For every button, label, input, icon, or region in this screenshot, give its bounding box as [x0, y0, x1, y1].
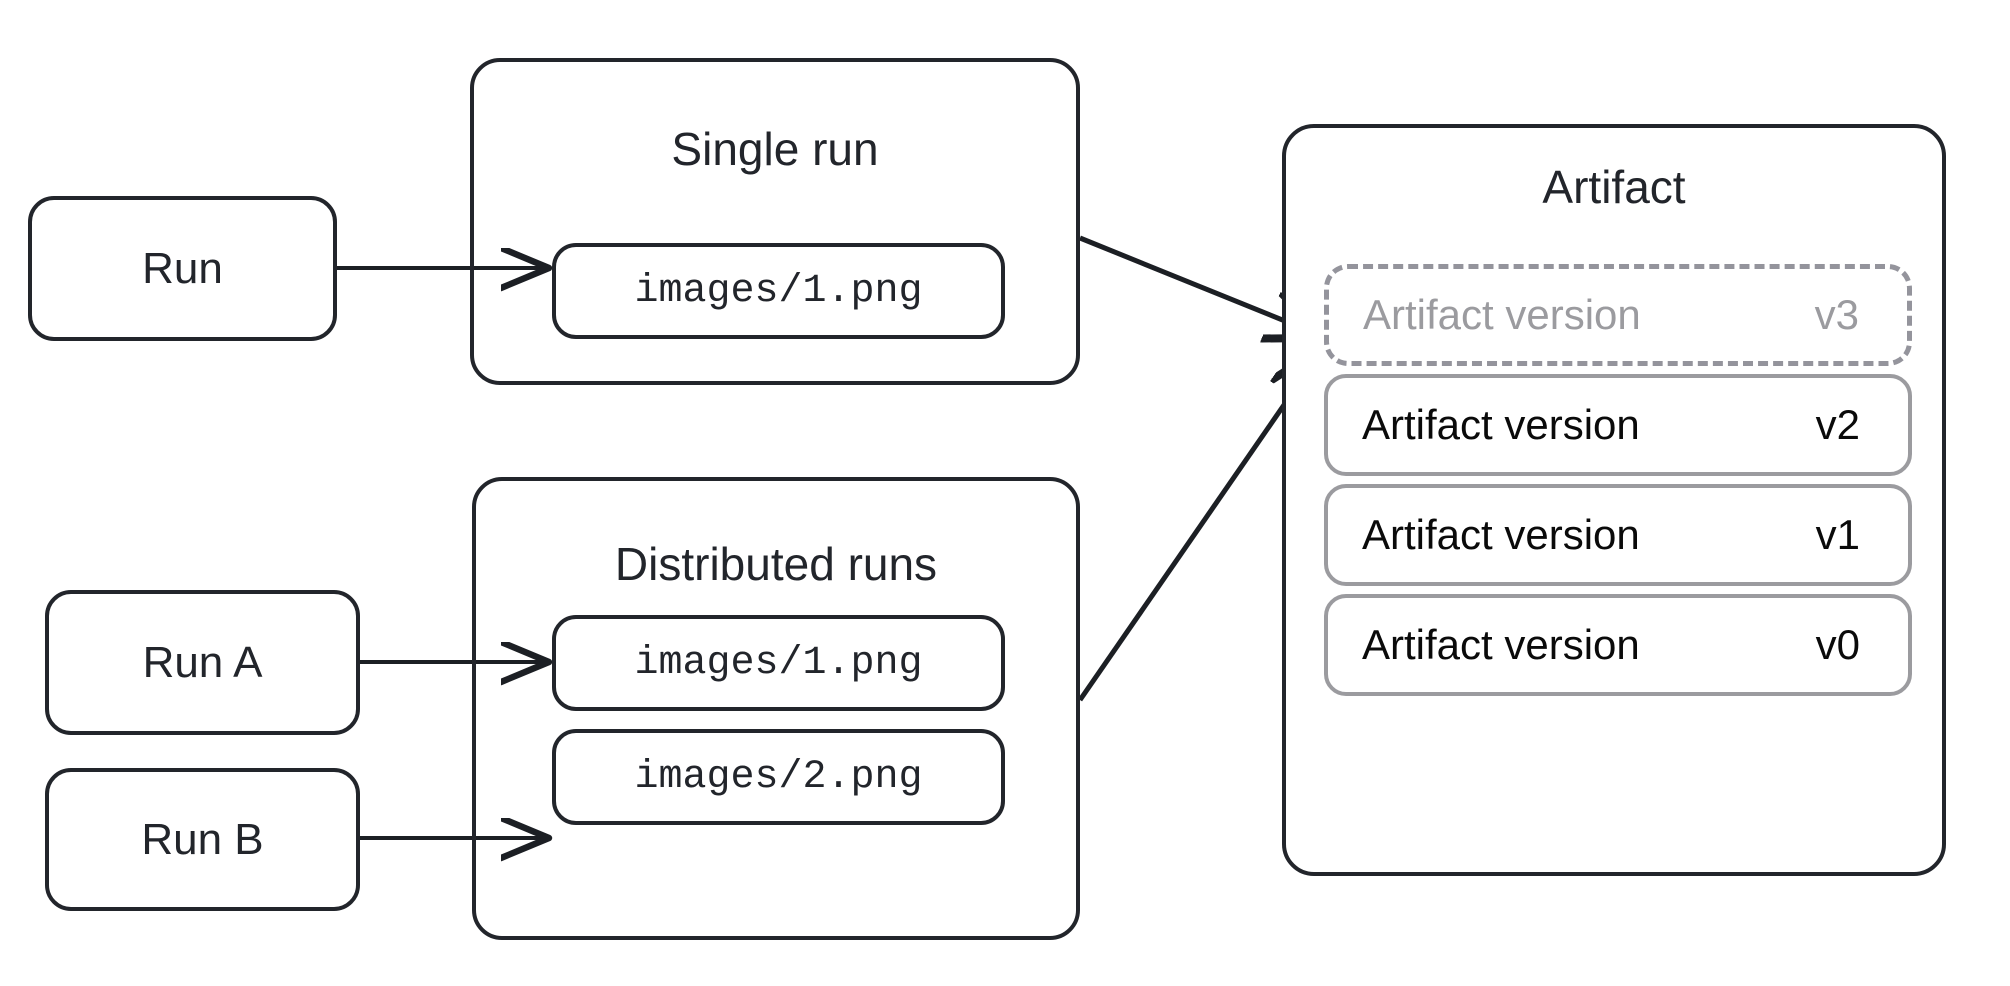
run-node[interactable]: Run [28, 196, 337, 341]
single-run-group-title: Single run [671, 123, 879, 175]
artifact-version-name: Artifact version [1363, 291, 1641, 338]
run-a-node-label: Run A [142, 637, 263, 687]
single-run-file-1-label: images/1.png [634, 268, 923, 314]
artifact-version-row-v2[interactable]: Artifact version v2 [1324, 374, 1912, 476]
distributed-runs-group: Distributed runs [472, 477, 1080, 940]
run-node-label: Run [142, 243, 223, 293]
artifact-title: Artifact [1542, 161, 1686, 213]
distributed-run-file-1-label: images/1.png [634, 640, 923, 686]
distributed-runs-group-title: Distributed runs [614, 538, 938, 590]
artifact-version-row-v0[interactable]: Artifact version v0 [1324, 594, 1912, 696]
artifact-panel: Artifact Artifact version v3 Artifact ve… [1282, 124, 1946, 876]
artifact-version-tag: v3 [1814, 291, 1859, 338]
artifact-version-tag: v0 [1815, 621, 1860, 668]
artifact-version-row-v1[interactable]: Artifact version v1 [1324, 484, 1912, 586]
artifact-version-name: Artifact version [1362, 621, 1640, 668]
artifact-version-row-v3[interactable]: Artifact version v3 [1324, 264, 1912, 366]
artifact-version-tag: v1 [1815, 511, 1860, 558]
run-a-node[interactable]: Run A [45, 590, 360, 735]
distributed-run-file-2[interactable]: images/2.png [552, 729, 1005, 825]
distributed-run-file-1[interactable]: images/1.png [552, 615, 1005, 711]
run-b-node[interactable]: Run B [45, 768, 360, 911]
single-run-group: Single run [470, 58, 1080, 385]
artifact-version-list: Artifact version v3 Artifact version v2 … [1324, 264, 1912, 704]
single-run-file-1[interactable]: images/1.png [552, 243, 1005, 339]
artifact-version-name: Artifact version [1362, 511, 1640, 558]
artifact-version-name: Artifact version [1362, 401, 1640, 448]
artifact-version-tag: v2 [1815, 401, 1860, 448]
distributed-run-file-2-label: images/2.png [634, 754, 923, 800]
run-b-node-label: Run B [141, 814, 264, 864]
